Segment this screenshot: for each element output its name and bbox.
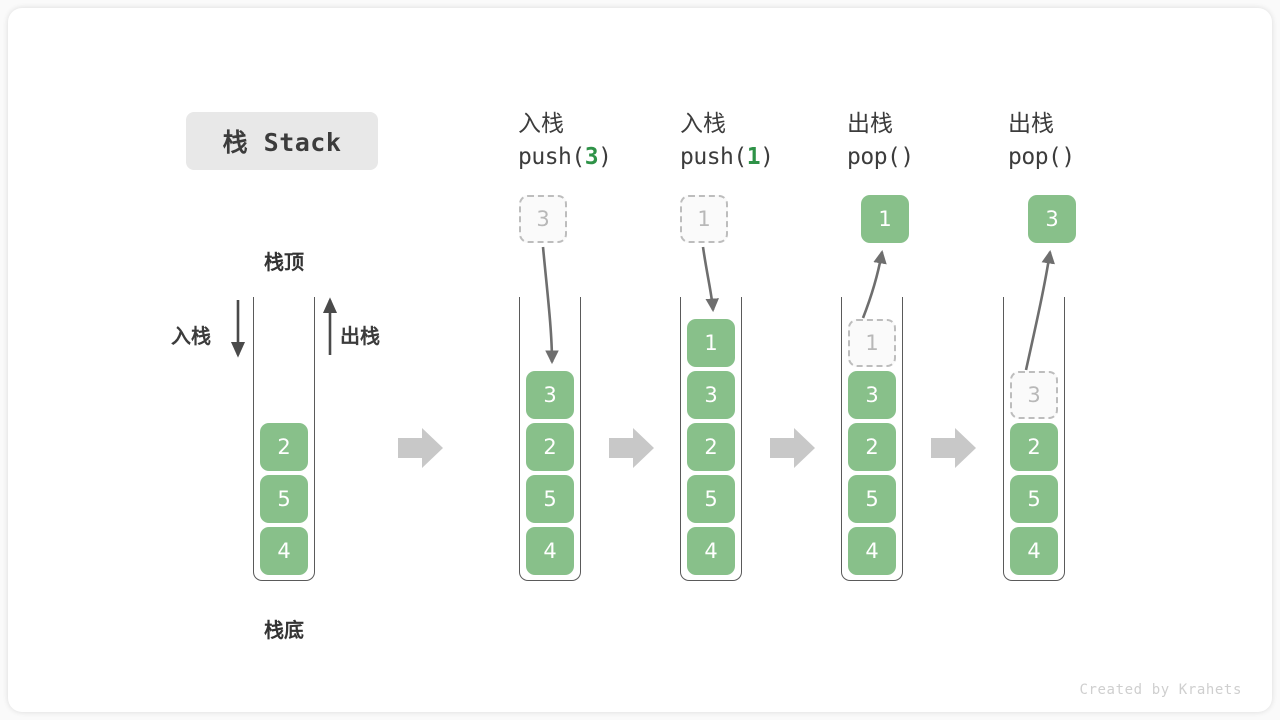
heading-cn-pop-3: 出栈 <box>1008 111 1054 137</box>
stack-top-label: 栈顶 <box>264 250 304 274</box>
stack-cell: 5 <box>848 475 896 523</box>
stack-cell: 4 <box>1010 527 1058 575</box>
code-post: ) <box>1061 143 1075 170</box>
stack-container-push-3 <box>519 297 581 581</box>
floating-cell-push-3: 3 <box>519 195 567 243</box>
heading-code-pop-3: pop() <box>1008 141 1208 174</box>
stack-cell: 2 <box>1010 423 1058 471</box>
stack-cell-removed: 1 <box>848 319 896 367</box>
code-pre: push( <box>680 143 747 170</box>
heading-code-push-3: push(3) <box>518 141 718 174</box>
column-heading-push-1: 入栈 push(1) <box>680 108 880 173</box>
heading-cn-push-1: 入栈 <box>680 111 726 137</box>
heading-code-pop-1: pop() <box>847 141 1047 174</box>
stack-cell: 2 <box>848 423 896 471</box>
stack-cell: 1 <box>687 319 735 367</box>
code-pre: push( <box>518 143 585 170</box>
stack-cell: 4 <box>260 527 308 575</box>
stack-cell: 2 <box>260 423 308 471</box>
code-pre: pop( <box>1008 143 1062 170</box>
column-heading-pop-1: 出栈 pop() <box>847 108 1047 173</box>
stack-cell: 5 <box>687 475 735 523</box>
code-arg: 3 <box>584 143 599 170</box>
stack-cell: 5 <box>260 475 308 523</box>
stack-cell: 3 <box>848 371 896 419</box>
stack-cell: 3 <box>687 371 735 419</box>
push-direction-label: 入栈 <box>171 324 211 348</box>
stack-cell-removed: 3 <box>1010 371 1058 419</box>
stack-cell: 4 <box>526 527 574 575</box>
stack-cell: 2 <box>687 423 735 471</box>
column-heading-push-3: 入栈 push(3) <box>518 108 718 173</box>
pop-direction-label: 出栈 <box>340 324 380 348</box>
footer-credit: Created by Krahets <box>1079 682 1242 698</box>
floating-cell-pop-3: 3 <box>1028 195 1076 243</box>
floating-cell-pop-1: 1 <box>861 195 909 243</box>
stack-cell: 5 <box>526 475 574 523</box>
stack-cell: 2 <box>526 423 574 471</box>
floating-cell-push-1: 1 <box>680 195 728 243</box>
title-badge: 栈 Stack <box>186 112 378 170</box>
stack-cell: 4 <box>848 527 896 575</box>
stack-container-pop-1 <box>841 297 903 581</box>
code-post: ) <box>900 143 914 170</box>
code-pre: pop( <box>847 143 901 170</box>
heading-code-push-1: push(1) <box>680 141 880 174</box>
stack-container-push-1 <box>680 297 742 581</box>
column-heading-pop-3: 出栈 pop() <box>1008 108 1208 173</box>
stack-cell: 5 <box>1010 475 1058 523</box>
heading-cn-pop-1: 出栈 <box>847 111 893 137</box>
stack-bottom-label: 栈底 <box>264 618 304 642</box>
stack-container-pop-3 <box>1003 297 1065 581</box>
stack-cell: 4 <box>687 527 735 575</box>
code-arg: 1 <box>746 143 761 170</box>
stack-cell: 3 <box>526 371 574 419</box>
heading-cn-push-3: 入栈 <box>518 111 564 137</box>
stack-container-initial <box>253 297 315 581</box>
code-post: ) <box>760 143 774 170</box>
code-post: ) <box>598 143 612 170</box>
